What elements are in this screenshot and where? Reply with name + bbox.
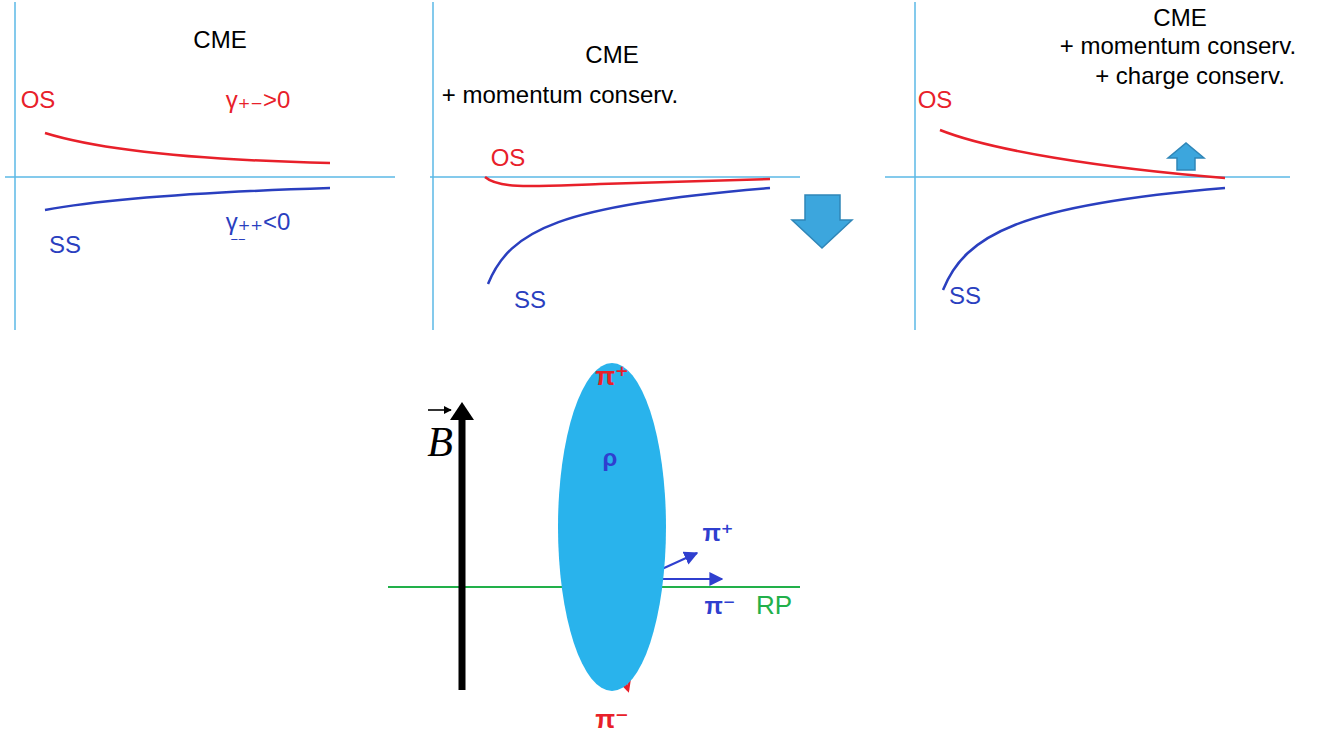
correlator-curves <box>45 130 1225 290</box>
text-label: + momentum conserv. <box>1060 32 1296 60</box>
text-label: + charge conserv. <box>1095 62 1285 90</box>
particle-label: π⁻ <box>595 705 629 735</box>
text-label: γ₊₋>0 <box>226 86 291 114</box>
text-label: SS <box>49 231 81 259</box>
text-label: CME <box>1153 4 1206 32</box>
text-label: CME <box>585 41 638 69</box>
text-label: OS <box>918 86 953 114</box>
text-label: + momentum conserv. <box>442 81 678 109</box>
text-label: π⁺ <box>702 519 733 547</box>
shift-arrow <box>1168 143 1204 170</box>
ellipse-fill <box>558 363 666 691</box>
text-label: CME <box>193 26 246 54</box>
text-label: −− <box>230 233 245 248</box>
text-label: π⁻ <box>704 592 735 620</box>
ellipse-outline <box>557 362 667 692</box>
particle-label: ρ <box>603 444 618 472</box>
text-label: SS <box>514 286 546 314</box>
text-label: B <box>427 418 453 466</box>
text-label: OS <box>491 144 526 172</box>
text-label: SS <box>949 282 981 310</box>
particle-label: π⁺ <box>595 362 629 392</box>
vector-arrow <box>428 409 451 411</box>
event-ellipse: π⁺ρπ⁻ <box>557 362 667 692</box>
shift-arrow <box>792 195 852 248</box>
text-label: OS <box>21 86 56 114</box>
text-label: RP <box>756 591 792 621</box>
magnetic-field-arrow <box>450 402 474 690</box>
